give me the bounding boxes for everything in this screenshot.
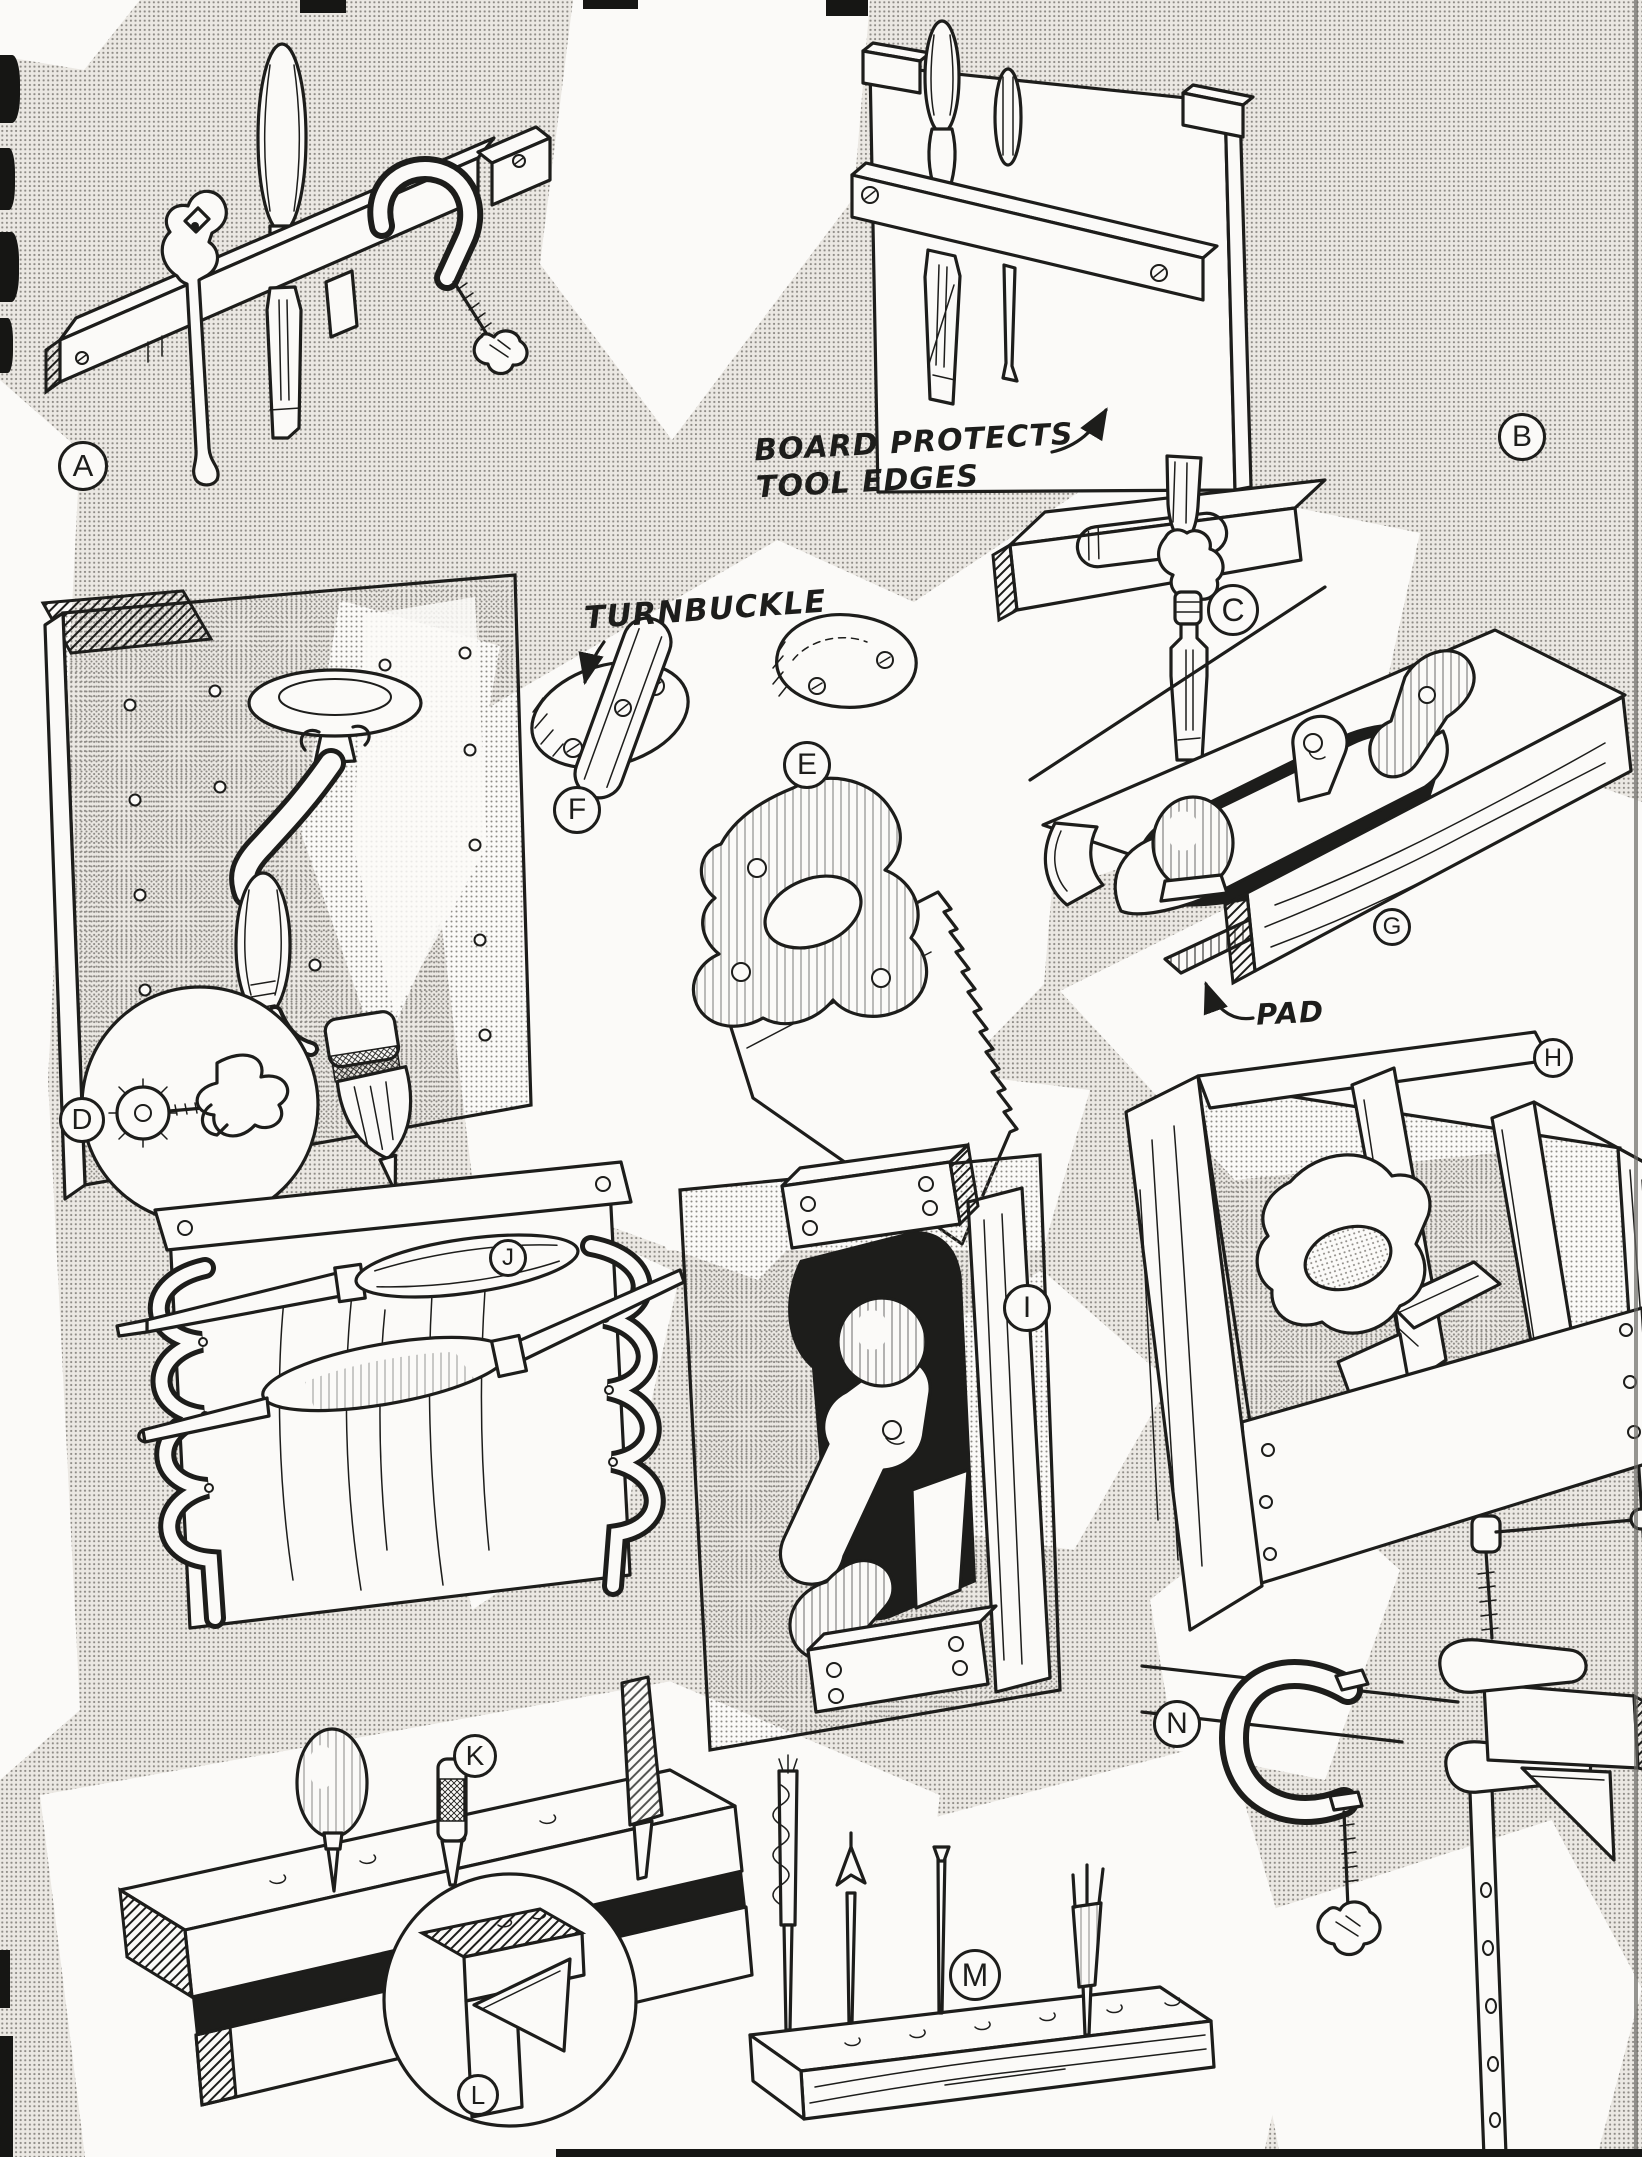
top-cleat	[780, 1141, 980, 1250]
scan-edge-artifact	[0, 232, 19, 302]
scan-edge-artifact	[300, 0, 346, 13]
stored-plane	[778, 1296, 970, 1662]
scan-edge-artifact	[0, 2036, 13, 2157]
scan-edge-artifact	[583, 0, 638, 9]
chisel-blade	[265, 285, 303, 440]
panel-kl-tool-rail-illustration	[118, 1675, 754, 2128]
c-clamp-on-rail	[1218, 1659, 1382, 1957]
figure-label-j: J	[489, 1239, 527, 1277]
corner-block-detail-inset	[382, 1872, 638, 2128]
figure-label-l: L	[457, 2074, 499, 2116]
figure-label-k: K	[453, 1734, 497, 1778]
scan-edge-artifact	[1634, 0, 1638, 2157]
scan-edge-artifact	[0, 1950, 10, 2008]
figure-label-a: A	[58, 441, 108, 491]
panel-n-clamp-rack-illustration	[1140, 1507, 1642, 2157]
awl	[295, 1727, 369, 1893]
panel-i-plane-holder-illustration	[678, 1141, 1062, 1752]
file	[620, 1675, 664, 1881]
turnbuckle	[530, 616, 690, 800]
chisel-blade-below	[923, 248, 962, 406]
panel-d-pegboard-brace-illustration	[40, 573, 533, 1225]
frame-left-edge	[43, 611, 87, 1201]
scan-edge-artifact	[826, 0, 868, 16]
panel-m-drill-bit-block-illustration	[748, 1754, 1216, 2121]
bar-clamp	[1438, 1507, 1642, 2157]
scan-edge-artifact	[556, 2149, 1642, 2157]
screwdriver-behind-rail	[993, 67, 1023, 167]
figure-label-g: G	[1373, 908, 1411, 946]
figure-label-e: E	[783, 741, 831, 789]
shelf-bracket	[1043, 821, 1105, 907]
button-block	[772, 613, 918, 709]
brace-chuck	[323, 1010, 413, 1194]
auger-bit	[772, 1754, 799, 2032]
scan-edge-artifact	[0, 318, 13, 373]
screwdriver-shaft-below	[1001, 263, 1019, 383]
chisel-behind-rail	[923, 19, 961, 193]
panel-c-spring-clip-illustration	[991, 454, 1327, 762]
c-clamp	[367, 156, 529, 376]
figure-label-i: I	[1003, 1284, 1051, 1332]
corner-cleats	[861, 41, 1255, 139]
clipped-chisel	[1156, 454, 1225, 762]
turning-gouge-upper	[115, 1233, 580, 1338]
hand-saw	[691, 776, 1019, 1246]
figure-label-b: B	[1498, 413, 1546, 461]
backing-board	[868, 63, 1253, 494]
panel-g-plane-on-shelf-illustration	[1028, 585, 1633, 986]
chisel-handle	[256, 42, 308, 252]
front-rail	[1223, 695, 1633, 986]
figure-label-f: F	[553, 786, 601, 834]
retaining-rail	[850, 161, 1219, 302]
panel-ef-turnbuckle-and-saw-illustration	[530, 613, 1019, 1246]
screwdriver-bit	[932, 1845, 951, 2015]
bottom-cleat	[806, 1604, 998, 1714]
hand-plane	[1113, 649, 1476, 916]
figure-label-h: H	[1533, 1038, 1573, 1078]
spring-clip	[1156, 528, 1225, 601]
turning-gouge-lower	[137, 1268, 686, 1444]
punch	[436, 1757, 468, 1887]
countersink-bit	[835, 1831, 867, 2025]
figure-label-m: M	[949, 1949, 1001, 2001]
hanging-block	[324, 269, 359, 339]
right-rail	[966, 1186, 1052, 1694]
spade-bit	[1071, 1863, 1105, 2037]
bit-brace	[229, 668, 423, 1194]
scan-edge-artifact	[0, 148, 15, 210]
stored-saw	[1255, 1153, 1502, 1480]
panel-b-board-rack-illustration	[850, 19, 1255, 494]
pad-note: PAD	[1255, 994, 1325, 1032]
panel-j-gouge-rack-illustration	[115, 1160, 686, 1630]
figure-label-d: D	[59, 1097, 105, 1143]
figure-label-c: C	[1207, 584, 1259, 636]
panel-a-tool-bar-illustration	[44, 42, 552, 487]
bit-block	[748, 1985, 1216, 2121]
left-side-panel	[1124, 1074, 1264, 1632]
figure-label-n: N	[1153, 1700, 1201, 1748]
scan-edge-artifact	[0, 55, 20, 123]
wrench	[160, 189, 228, 487]
